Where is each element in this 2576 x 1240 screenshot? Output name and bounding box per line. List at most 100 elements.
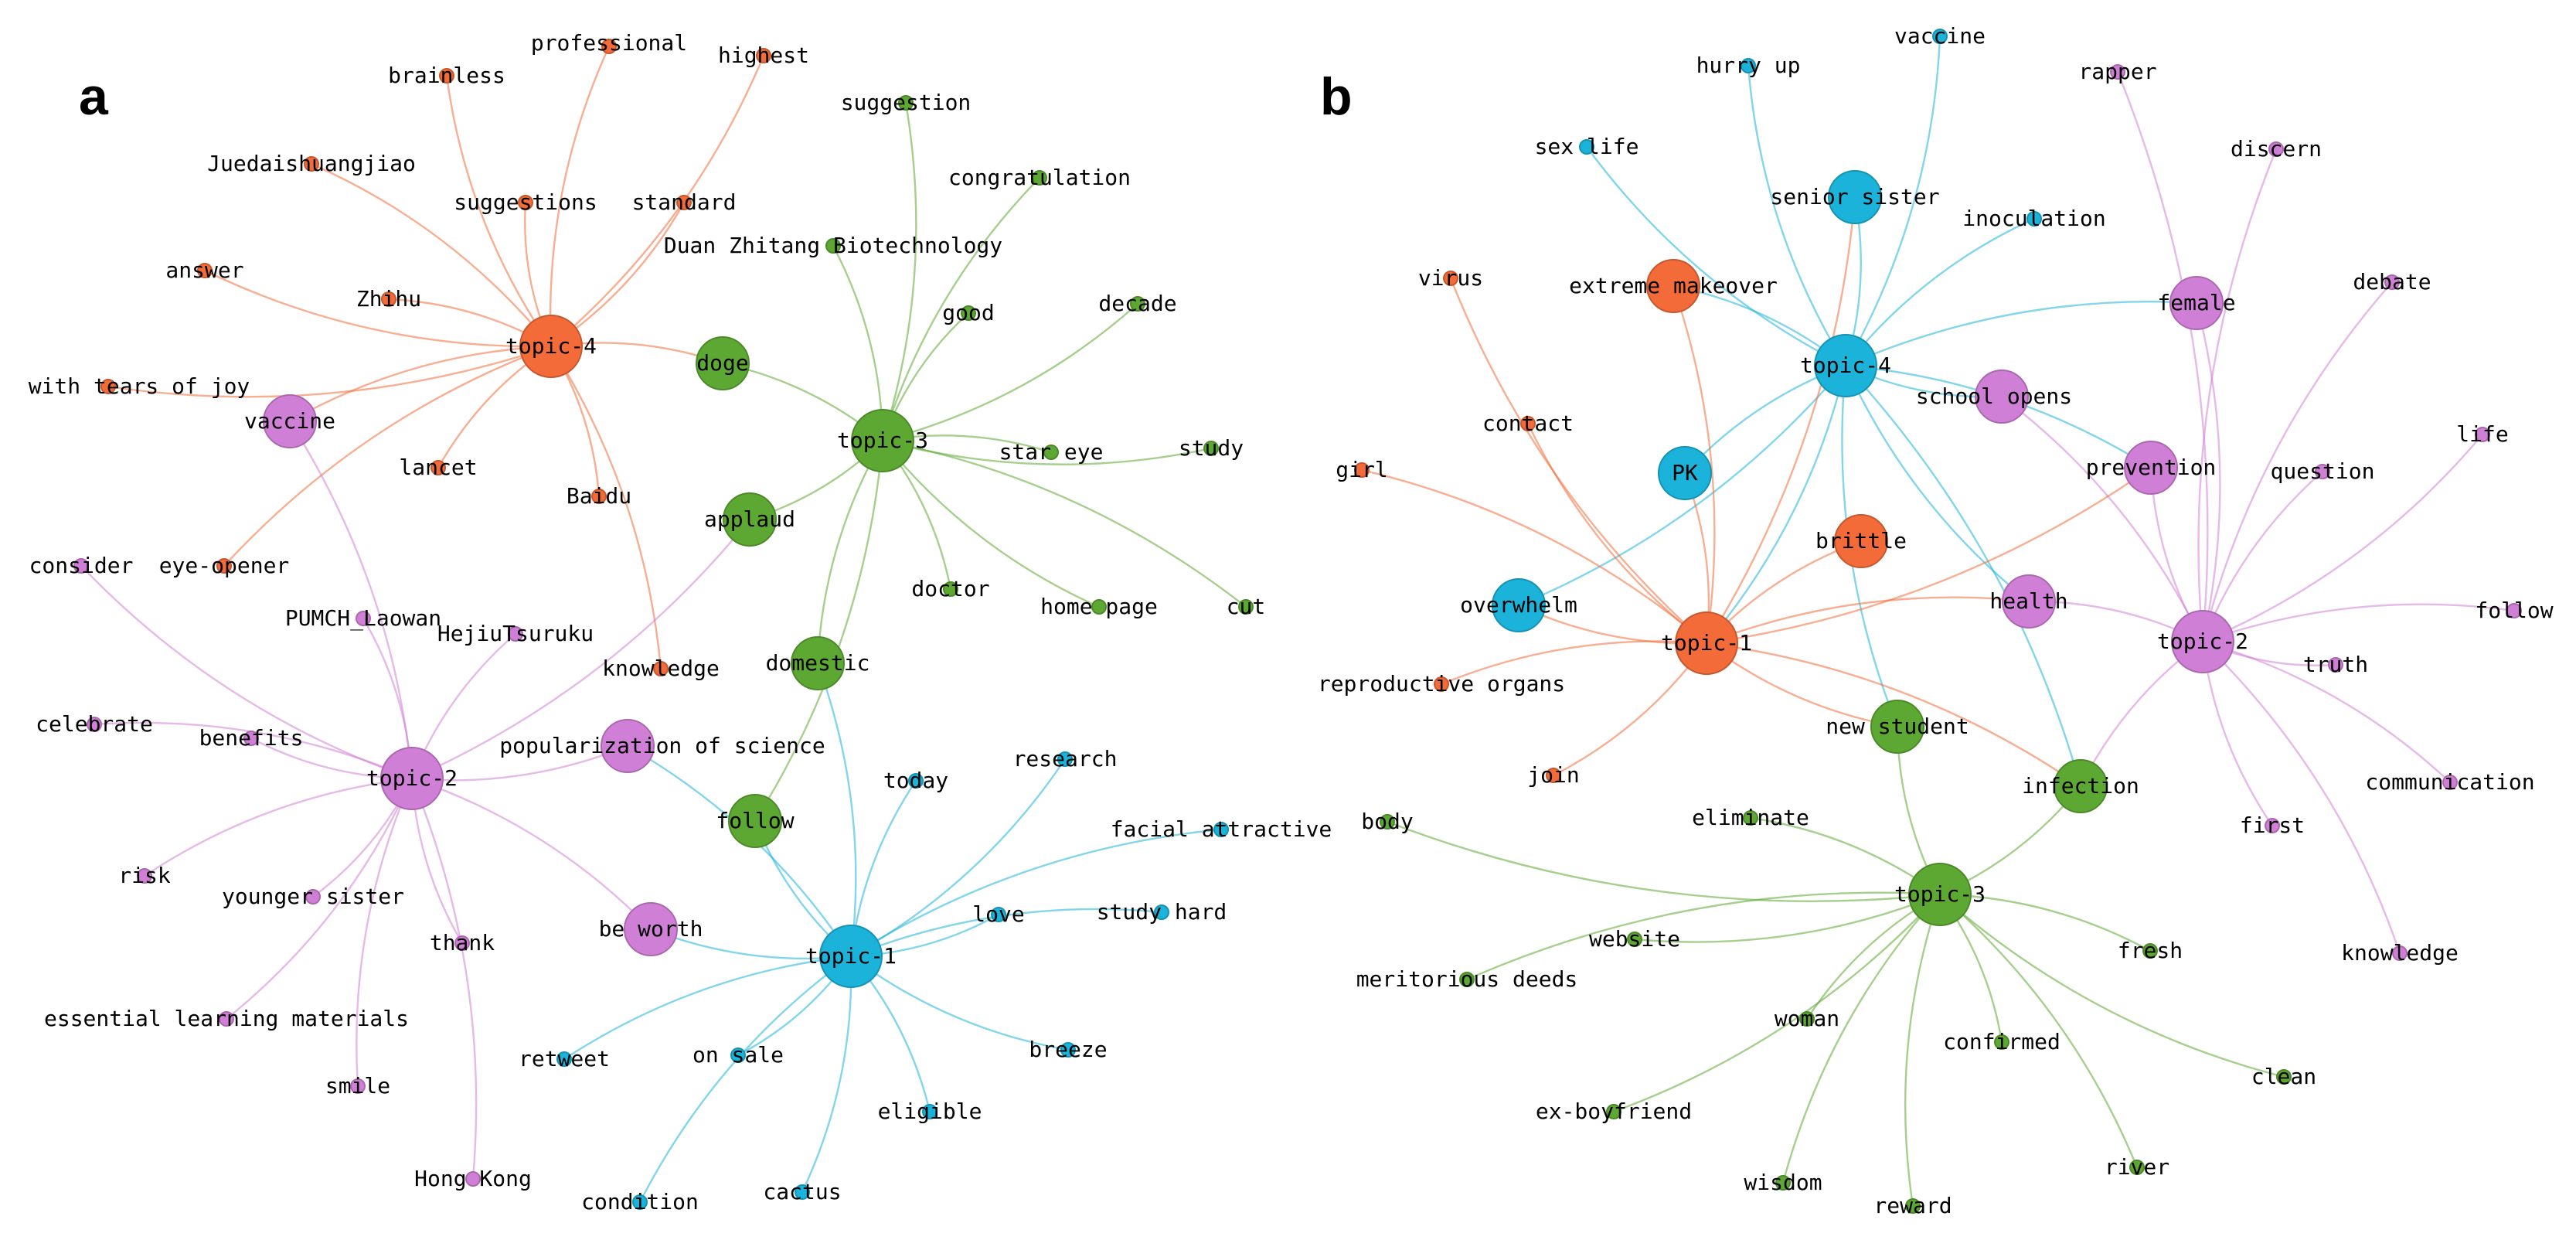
node-b_debate [2384,274,2400,290]
node-b_rapper [2110,64,2125,80]
edge-a_t3-a_suggestion [881,102,917,441]
edge-b_t2-b_life [2202,434,2483,643]
label-a_tears: with tears of joy [29,373,250,399]
node-a_eligible [922,1104,938,1119]
node-b_newstudent [1870,700,1924,754]
node-a_baidu [591,489,607,504]
edge-b_t2-b_female [2195,302,2221,642]
label-a_brainless: brainless [388,63,505,88]
label-a_essential: essential learning materials [44,1006,409,1031]
label-a_follow: follow [716,808,794,833]
label-b_brittle: brittle [1815,528,1907,554]
edge-a_t2-a_risk [144,777,413,877]
label-b_senior: senior sister [1770,184,1939,210]
label-a_retweet: retweet [519,1046,610,1071]
node-b_wisdom [1775,1175,1791,1191]
node-b_t1 [1675,611,1738,675]
edge-b_t4-b_t1 [1706,365,1847,644]
edge-a_t2-a_smile [356,778,413,1087]
node-a_stareye [1043,445,1059,460]
node-b_first [2265,818,2280,833]
node-a_brainless [439,68,454,83]
label-a_condition: condition [581,1189,699,1214]
node-b_sexlife [1579,139,1594,155]
edge-b_t3-b_clean [1939,894,2285,1078]
label-a_lancet: lancet [399,455,477,480]
node-a_hongkong [465,1171,481,1187]
node-a_good [961,305,976,321]
edge-b_t2-b_follow [2202,603,2515,643]
edge-a_t2-a_applaud [411,519,750,780]
label-a_congrat: congratulation [948,165,1131,190]
edge-a_t4-a_brainless [445,75,552,347]
edge-a_t3-a_follow [754,440,884,822]
label-a_doctor: doctor [911,576,989,601]
node-b_overwhelm [1492,578,1546,632]
label-a_knowledge: knowledge [602,656,720,681]
node-b_reward [1905,1198,1921,1214]
node-b_body [1380,814,1395,830]
label-b_debate: debate [2353,269,2431,295]
node-a_t4 [519,315,583,378]
label-a_smile: smile [325,1073,390,1099]
edge-a_t4-a_answer [204,269,552,348]
label-b_wisdom: wisdom [1744,1170,1822,1195]
node-a_studyhard [1154,904,1169,920]
node-a_lancet [430,460,446,475]
node-a_celebrate [87,717,102,732]
edge-a_t2-a_vaccine [288,421,413,779]
node-a_smile [350,1078,366,1094]
edge-b_t4-b_sexlife [1586,146,1846,367]
node-b_clean [2276,1069,2292,1085]
edge-a_t4-a_tears [107,345,552,398]
edge-b_t1-b_prevention [1706,467,2152,645]
label-a_answer: answer [165,257,243,283]
node-a_professional [601,39,617,54]
label-b_t3: topic-3 [1894,881,1986,907]
node-b_exbf [1606,1104,1621,1119]
edge-a_t1-a_facial [850,828,1222,958]
label-a_facial: facial attractive [1111,816,1332,842]
nodes-layer [73,29,2522,1214]
node-a_knowledge [653,661,669,676]
label-a_risk: risk [118,863,171,888]
label-b_first: first [2240,812,2305,838]
node-a_applaud [723,492,777,547]
node-a_cut [1238,599,1254,615]
node-b_truth [2328,657,2343,673]
label-b_body: body [1361,809,1413,834]
node-a_facial [1213,822,1229,837]
panel-a-label: a [79,67,109,126]
node-a_younger [305,889,321,904]
node-b_question [2315,464,2330,479]
node-a_duan [825,238,841,254]
node-a_onsale [730,1048,746,1063]
node-a_doctor [943,581,958,597]
node-a_today [908,773,924,789]
node-a_doge [696,336,750,390]
label-b_school: school opens [1916,383,2072,409]
label-a_celebrate: celebrate [36,711,153,737]
node-b_t2 [2171,610,2234,673]
label-b_knowledge: knowledge [2341,940,2459,966]
label-b_website: website [1589,926,1680,952]
label-b_t2: topic-2 [2157,629,2248,654]
edge-b_t4-b_inoc [1845,217,2035,366]
node-b_makeover [1646,259,1700,313]
label-a_today: today [883,768,948,793]
label-b_t1: topic-1 [1661,630,1752,656]
edge-a_t1-a_retweet [563,955,852,1061]
label-a_breeze: breeze [1029,1037,1107,1062]
label-b_hurry: hurry up [1696,53,1801,78]
label-b_question: question [2271,458,2375,484]
label-b_infection: infection [2022,773,2139,799]
node-a_suggestions [518,195,533,210]
edge-b_t2-b_rapper [2116,71,2209,642]
label-a_baidu: Baidu [567,483,631,509]
node-b_communication [2442,775,2458,790]
label-b_join: join [1527,762,1579,788]
label-a_hejiu: HejiuTsuruku [437,621,594,646]
label-b_vaccine: vaccine [1894,23,1986,49]
label-b_pk: PK [1672,460,1698,485]
edge-a_t4-a_vaccine [289,345,552,423]
